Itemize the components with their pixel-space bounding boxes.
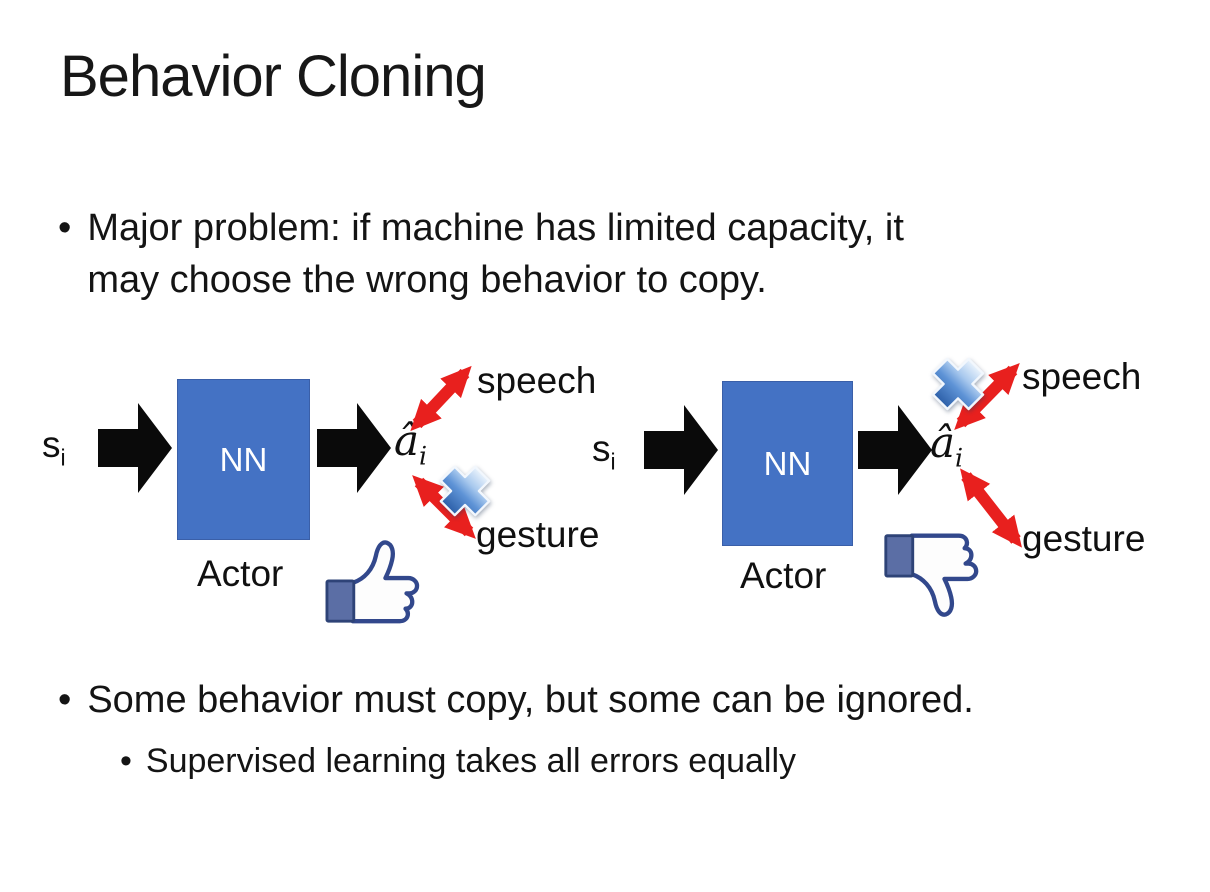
bullet-text: Some behavior must copy, but some can be… <box>87 679 974 721</box>
page-title: Behavior Cloning <box>60 44 487 109</box>
thumbs-up-icon <box>322 533 422 625</box>
right-branch-gesture-label: gesture <box>1022 518 1146 559</box>
bullet-marker: • <box>58 679 72 721</box>
bullet-marker: • <box>58 207 72 249</box>
bullet-some-behavior: • Some behavior must copy, but some can … <box>58 674 1178 726</box>
left-input-label: si <box>42 424 66 471</box>
left-actor-caption: Actor <box>197 553 284 594</box>
left-branch-gesture-label: gesture <box>476 514 600 555</box>
bullet-major-problem: • Major problem: if machine has limited … <box>58 202 918 307</box>
left-nn-box: NN <box>177 379 310 540</box>
bullet-text: Supervised learning takes all errors equ… <box>145 742 797 780</box>
left-speech-double-arrow-icon <box>410 365 472 432</box>
right-flow-arrow-in-icon <box>644 405 718 495</box>
right-input-label: si <box>592 428 616 475</box>
left-branch-speech-label: speech <box>477 360 597 401</box>
sub-bullet-supervised-learning: • Supervised learning takes all errors e… <box>120 738 1160 785</box>
bullet-text: Major problem: if machine has limited ca… <box>87 207 904 302</box>
right-gesture-double-arrow-icon <box>960 468 1022 548</box>
right-flow-arrow-out-icon <box>858 405 932 495</box>
right-nn-box: NN <box>722 381 853 546</box>
right-cross-out-icon <box>928 354 988 414</box>
right-output-label: âi <box>930 418 964 473</box>
left-flow-arrow-out-icon <box>317 403 391 493</box>
thumbs-down-icon <box>881 531 981 625</box>
left-cross-out-icon <box>436 462 494 520</box>
right-actor-caption: Actor <box>740 555 827 596</box>
left-flow-arrow-in-icon <box>98 403 172 493</box>
bullet-marker: • <box>120 742 132 780</box>
left-gesture-double-arrow-icon <box>412 475 476 539</box>
right-speech-double-arrow-icon <box>954 363 1020 430</box>
right-branch-speech-label: speech <box>1022 356 1142 397</box>
